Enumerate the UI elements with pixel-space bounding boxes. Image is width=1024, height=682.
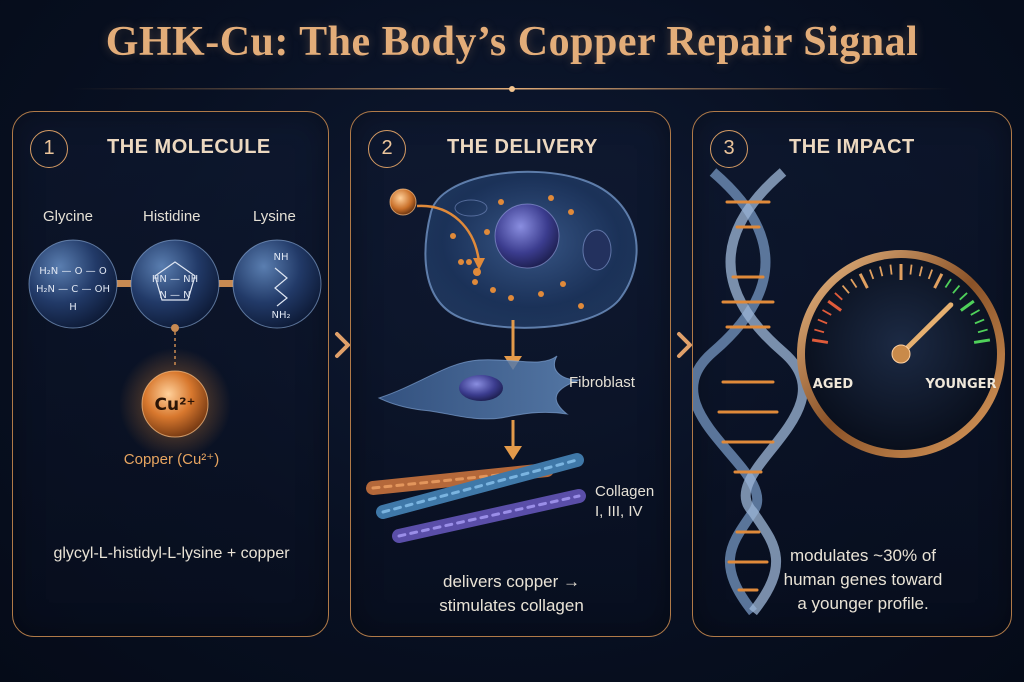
bond-1 (113, 280, 135, 287)
copper-symbol: Cu²⁺ (155, 395, 196, 415)
gauge-tick (970, 309, 980, 316)
caption-line-2: human genes toward (783, 570, 943, 589)
title-divider (72, 86, 952, 92)
gauge-tick (858, 273, 869, 289)
gauge-tick (933, 273, 944, 289)
gauge-ticks (811, 264, 991, 344)
chevron-right-icon (677, 332, 692, 358)
panel-caption: delivers copper → stimulates collagen (351, 570, 670, 618)
gauge-tick (959, 299, 975, 312)
gauge-tick (814, 328, 825, 334)
histidine-formula-2: N — N (159, 290, 190, 301)
gauge-tick (834, 292, 843, 301)
glycine-sphere (28, 239, 118, 329)
organelle (454, 199, 488, 217)
amino-acid-label-glycine: Glycine (43, 208, 94, 225)
fibroblast-nucleus (459, 375, 503, 401)
gauge-tick (944, 278, 952, 288)
gauge-hub (891, 344, 911, 364)
caption-line-1: modulates ~30% of (789, 546, 936, 565)
gauge-tick (974, 318, 985, 325)
gauge-tick (952, 284, 961, 294)
arrow-head (504, 446, 522, 460)
lysine-sphere (232, 239, 322, 329)
panel-molecule: 1 THE MOLECULE Glycine Histidine Lysine (12, 111, 329, 637)
gauge-tick (918, 266, 923, 277)
gauge-tick (909, 264, 913, 275)
panel-title: THE IMPACT (789, 136, 915, 158)
histidine-formula-1: HN — NH (152, 274, 198, 285)
step-number: 3 (710, 130, 748, 168)
dna-helix (693, 168, 808, 616)
gauge-tick (827, 299, 843, 312)
copper-ion (141, 370, 209, 438)
gauge-tick (927, 269, 933, 280)
gauge-tick (959, 292, 968, 301)
amino-acid-label-lysine: Lysine (253, 208, 296, 225)
histidine-ring (154, 261, 196, 301)
fibroblast-label: Fibroblast (569, 374, 635, 391)
panel-title: THE DELIVERY (447, 136, 598, 158)
copper-ion (389, 188, 417, 216)
gauge-tick (817, 318, 828, 325)
collagen-label-line-2: I, III, IV (595, 503, 643, 520)
collagen-label-line-1: Collagen (595, 483, 655, 500)
gauge-tick (841, 284, 850, 294)
panel-delivery: 2 THE DELIVERY (350, 111, 671, 637)
gauge-tick (889, 264, 893, 275)
panel-impact: 3 THE IMPACT (692, 111, 1012, 637)
gauge-tick (850, 278, 858, 288)
lysine-formula-2: NH₂ (271, 310, 290, 321)
page-title: GHK-Cu: The Body’s Copper Repair Signal (105, 19, 919, 65)
step-number: 1 (30, 130, 68, 168)
delivery-diagram (366, 170, 638, 543)
delivery-arrow (416, 204, 481, 263)
collagen-label: Collagen I, III, IV (595, 482, 654, 522)
copper-label: Copper (Cu²⁺) (123, 451, 220, 468)
chevron-right-icon (335, 332, 350, 358)
molecule-diagram: H₂N — O — O H₂N — C — OH H HN — NH N — N… (28, 239, 322, 460)
glycine-formula-1: H₂N — O — O (39, 266, 107, 277)
copper-particles (450, 195, 584, 309)
mitochondrion (582, 229, 612, 271)
arrow-head (473, 258, 485, 270)
gauge-tick (822, 309, 832, 316)
lysine-formula-1: NH (274, 252, 289, 263)
glycine-formula-2: H₂N — C — OH (36, 284, 110, 295)
gauge-needle (898, 302, 954, 357)
gauge-label-younger: YOUNGER (925, 377, 997, 392)
caption-line-1: delivers copper → (442, 572, 580, 591)
gauge-tick (973, 338, 991, 344)
bond-2 (216, 280, 238, 287)
panel-caption: glycyl-L-histidyl-L-lysine + copper (53, 545, 290, 562)
caption-line-2: stimulates collagen (439, 596, 584, 615)
lysine-chain (274, 267, 288, 307)
impact-diagram: AGED YOUNGER (693, 168, 1005, 616)
gauge-label-aged: AGED (813, 377, 854, 392)
panel-title: THE MOLECULE (107, 136, 271, 158)
cell-nucleus (494, 203, 560, 269)
gauge-tick (811, 338, 829, 344)
gauge-tick (977, 328, 988, 334)
panel-caption: modulates ~30% of human genes toward a y… (713, 544, 1011, 616)
step-number: 2 (368, 130, 406, 168)
amino-acid-label-histidine: Histidine (143, 208, 201, 225)
gauge-tick (879, 266, 884, 277)
binding-site (171, 324, 179, 332)
gauge-tick (869, 269, 875, 280)
caption-line-3: a younger profile. (797, 594, 929, 613)
glycine-formula-3: H (69, 302, 77, 313)
